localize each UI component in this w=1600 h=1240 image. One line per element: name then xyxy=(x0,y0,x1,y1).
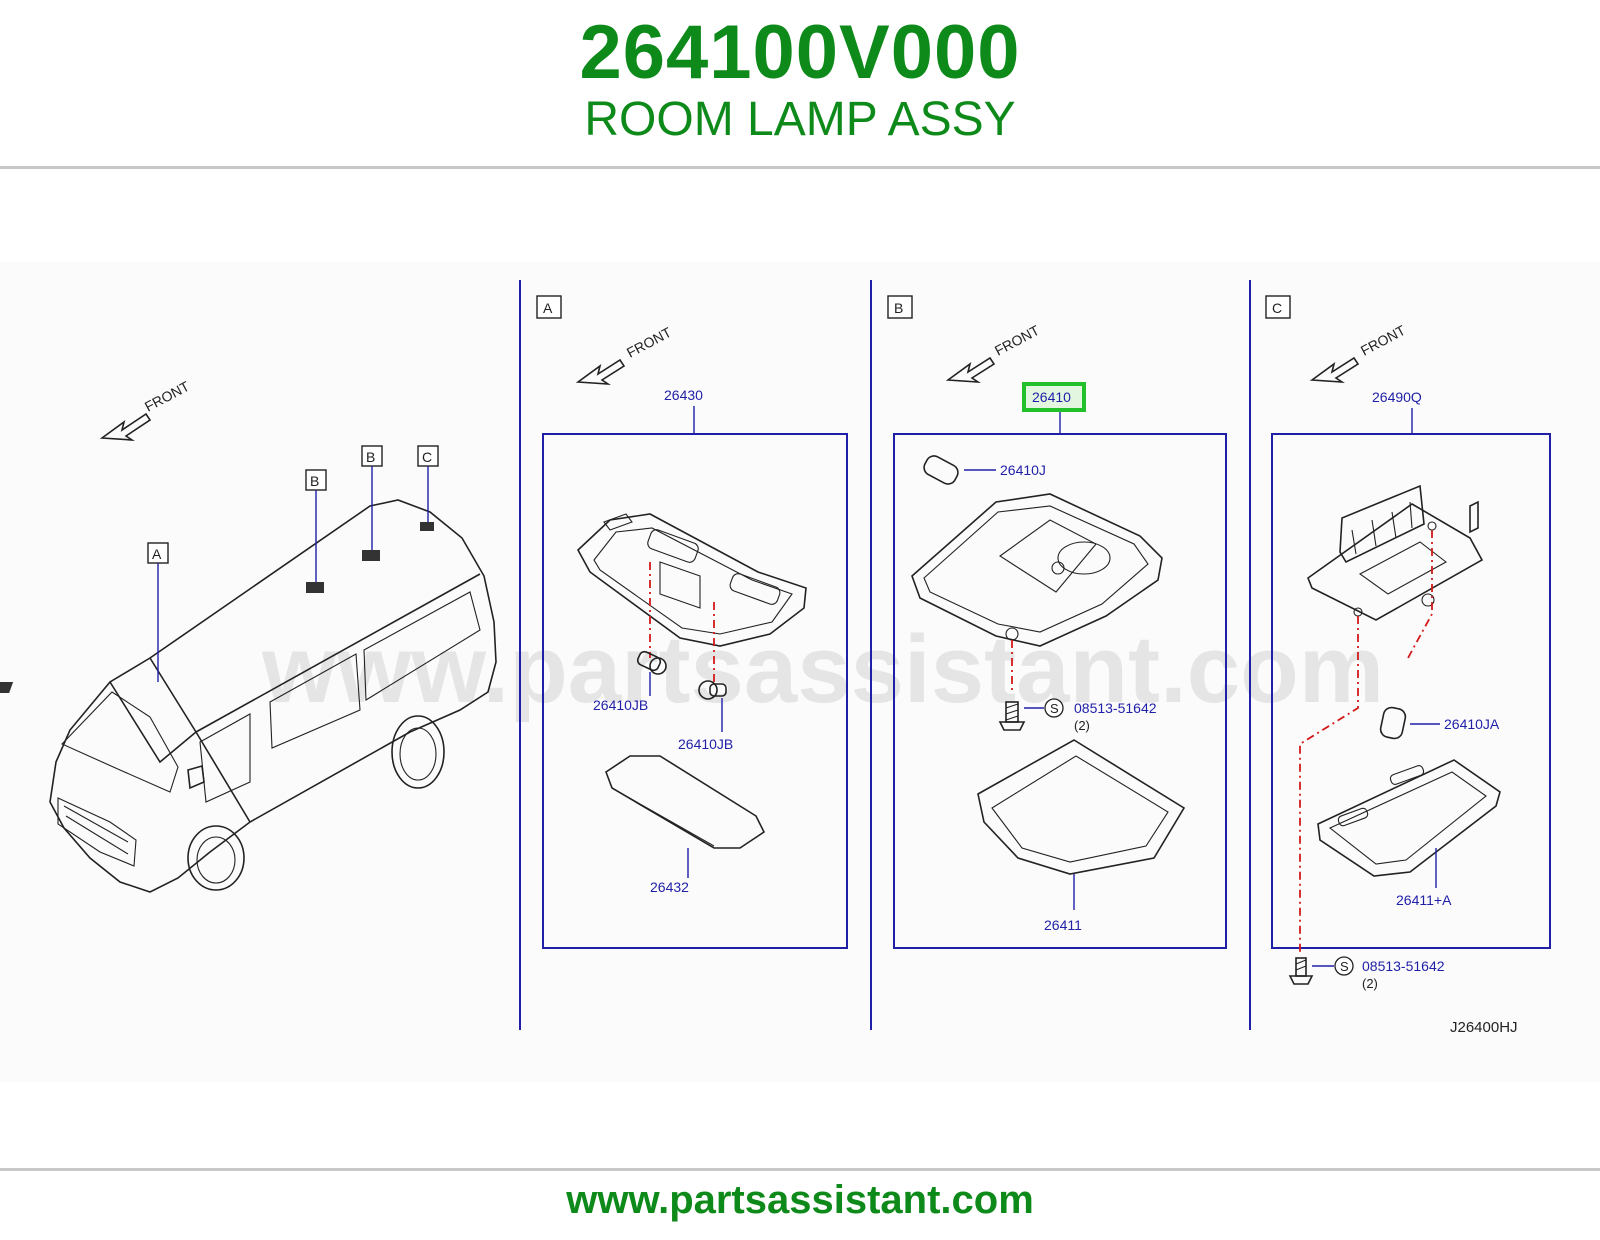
front-label: FRONT xyxy=(624,324,674,361)
part-number-title: 264100V000 xyxy=(579,10,1021,95)
parts-diagram-svg: www.partsassistant.com FRONT xyxy=(0,280,1551,1036)
footer-divider xyxy=(0,1168,1600,1171)
panel-letter-box xyxy=(536,295,562,319)
screw-symbol: S xyxy=(1050,701,1059,716)
panel-a: A FRONT 26430 26410JB 2641 xyxy=(536,295,848,949)
van-icon xyxy=(49,499,497,893)
drawing-code: J26400HJ xyxy=(1450,1019,1518,1036)
screw-symbol-circle xyxy=(1334,956,1354,976)
front-label: FRONT xyxy=(142,378,192,415)
lens-icon xyxy=(1317,759,1501,877)
part-label: 26410J xyxy=(1000,462,1046,478)
part-label: 08513-51642 xyxy=(1362,958,1445,974)
assembly-label: 26410 xyxy=(1032,389,1071,405)
front-arrow-icon: FRONT xyxy=(1309,322,1408,383)
callout-letter: B xyxy=(366,449,375,465)
lamp-housing-icon xyxy=(577,513,807,647)
callout-letter: C xyxy=(422,449,432,465)
page-header: 264100V000 ROOM LAMP ASSY xyxy=(0,0,1600,168)
screw-icon xyxy=(998,701,1026,731)
assembly-box xyxy=(893,433,1227,949)
assembly-label: 26430 xyxy=(664,387,703,403)
front-arrow-icon: FRONT xyxy=(99,378,192,441)
part-label: 26411 xyxy=(1044,917,1082,933)
panel-c: C FRONT 26490Q 26410JA xyxy=(1265,295,1551,991)
part-label: 26410JA xyxy=(1444,716,1500,732)
bulb-icon xyxy=(698,680,727,700)
part-quantity: (2) xyxy=(1074,718,1090,733)
fit-line xyxy=(1407,530,1433,659)
part-label: 26432 xyxy=(650,879,689,895)
panel-letter: A xyxy=(543,300,553,316)
callout-letter: B xyxy=(310,473,319,489)
watermark: www.partsassistant.com xyxy=(261,616,1384,723)
header-divider xyxy=(0,166,1600,169)
front-label: FRONT xyxy=(1358,322,1408,359)
part-name-subtitle: ROOM LAMP ASSY xyxy=(584,93,1016,146)
panel-letter: B xyxy=(894,300,903,316)
screw-symbol-circle xyxy=(1044,698,1064,718)
part-label: 26411+A xyxy=(1396,892,1452,908)
lens-icon xyxy=(977,739,1186,875)
lamp-housing-icon xyxy=(911,493,1163,647)
bulb-icon xyxy=(636,650,667,675)
callout-letter: A xyxy=(152,546,162,562)
front-arrow-icon: FRONT xyxy=(575,324,674,385)
panel-letter: C xyxy=(1272,300,1282,316)
lamp-marker-b2 xyxy=(362,550,380,561)
lamp-marker-c xyxy=(420,522,434,531)
assembly-label: 26490Q xyxy=(1372,389,1422,405)
screw-symbol: S xyxy=(1340,959,1349,974)
parts-diagram: www.partsassistant.com FRONT xyxy=(0,262,1600,1082)
panel-letter-box xyxy=(1265,295,1291,319)
panel-b: B FRONT 26410 26410J S xyxy=(887,295,1227,949)
assembly-box xyxy=(542,433,848,949)
panel-letter-box xyxy=(887,295,913,319)
part-quantity: (2) xyxy=(1362,976,1378,991)
screw-icon xyxy=(1288,957,1314,985)
assembly-box xyxy=(1271,433,1551,949)
bulb-icon xyxy=(1379,706,1407,740)
bracket-icon xyxy=(1307,484,1484,621)
part-label: 26410JB xyxy=(678,736,733,752)
front-arrow-icon: FRONT xyxy=(945,322,1042,383)
part-label: 26410JB xyxy=(593,697,648,713)
assembly-highlight xyxy=(1022,382,1086,412)
lamp-marker-a xyxy=(0,682,14,693)
lamp-marker-b1 xyxy=(306,582,324,593)
footer-link[interactable]: www.partsassistant.com xyxy=(566,1178,1034,1222)
front-label: FRONT xyxy=(992,322,1042,359)
fit-line xyxy=(1299,616,1359,952)
lens-icon xyxy=(605,755,766,849)
part-label: 08513-51642 xyxy=(1074,700,1157,716)
bulb-icon xyxy=(923,455,959,485)
